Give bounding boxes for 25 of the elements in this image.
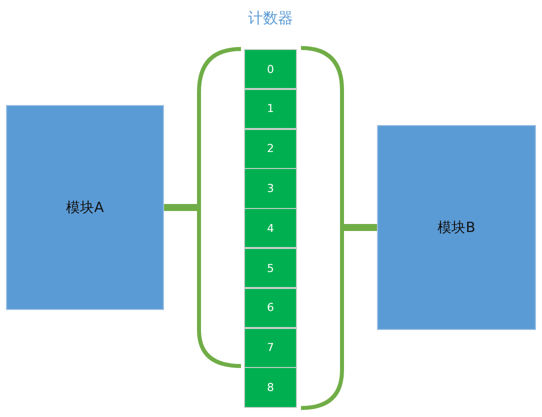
counter-title: 计数器	[248, 9, 293, 28]
counter-cell	[244, 49, 297, 90]
counter-cell	[244, 168, 297, 209]
cell-number: 2	[267, 143, 274, 154]
module-label: 模块A	[66, 198, 104, 216]
module-box	[377, 125, 536, 330]
module-box	[6, 105, 164, 310]
cell-number: 7	[267, 342, 274, 354]
connector-line	[164, 204, 197, 211]
cell-number: 8	[267, 382, 274, 394]
cell-number: 4	[267, 222, 274, 234]
cell-number: 1	[267, 103, 274, 114]
cell-number: 5	[267, 262, 274, 274]
module-label: 模块B	[438, 218, 476, 236]
counter-cell	[244, 128, 297, 169]
cell-number: 6	[267, 302, 274, 314]
cell-number: 0	[267, 64, 274, 75]
counter-cell	[244, 367, 297, 408]
counter-cell	[244, 88, 297, 130]
connector-line	[344, 224, 377, 231]
counter-cell	[244, 328, 297, 368]
counter-cell	[244, 248, 297, 288]
counter-cell	[244, 288, 297, 328]
cell-number: 3	[267, 183, 274, 194]
counter-cell	[244, 208, 297, 248]
